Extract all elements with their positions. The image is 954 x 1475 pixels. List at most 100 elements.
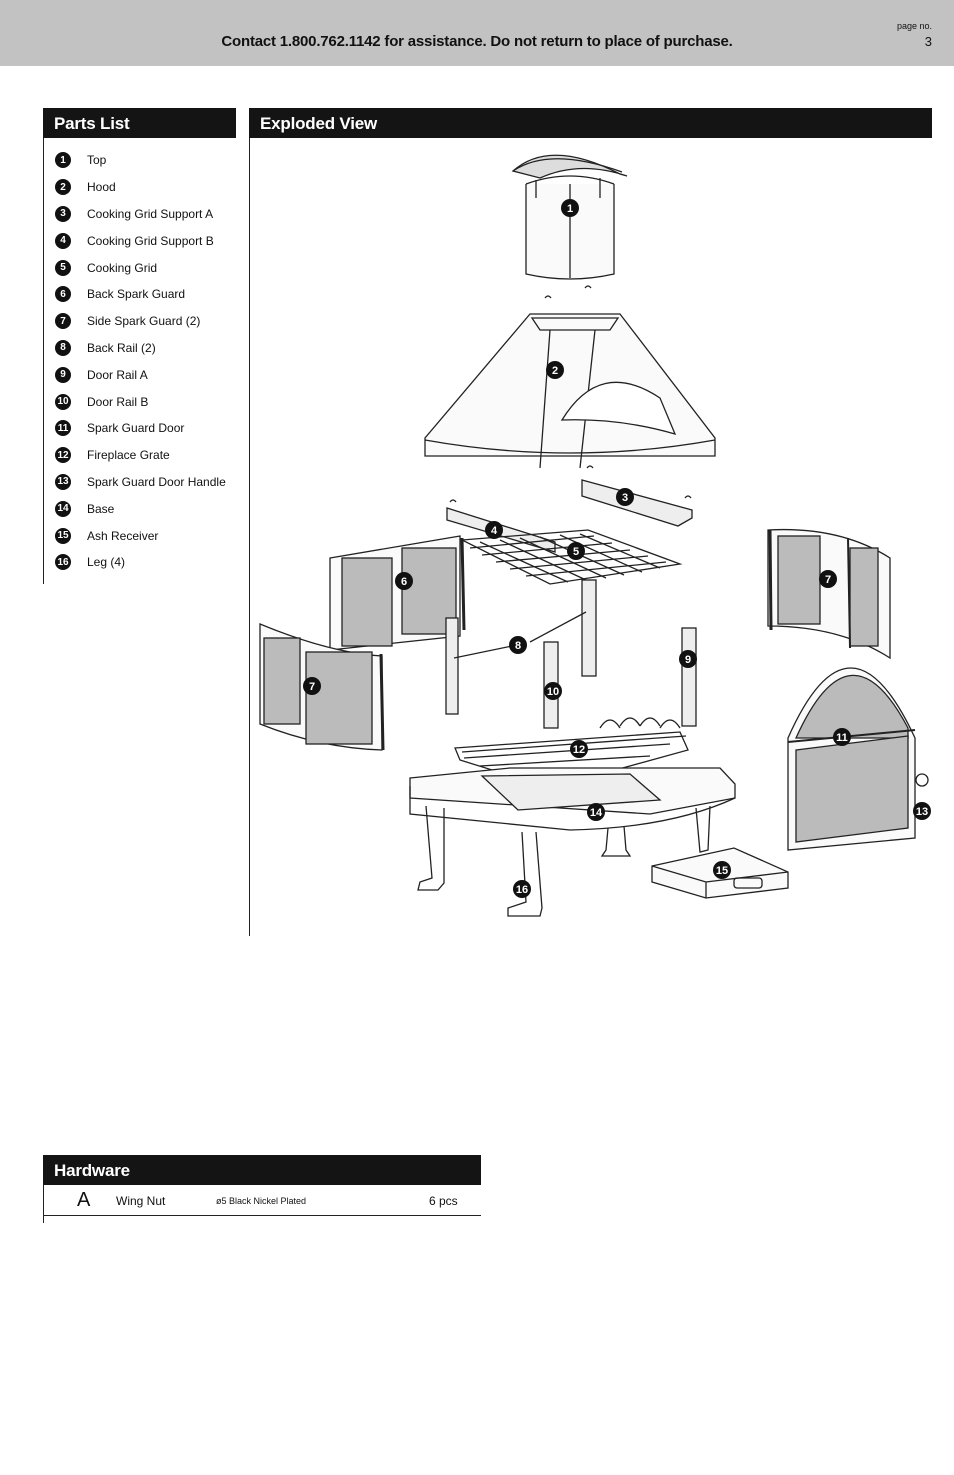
left-side-spark-guard-drawing <box>259 623 385 751</box>
svg-text:12: 12 <box>573 744 585 756</box>
part-label: Spark Guard Door Handle <box>87 474 226 489</box>
part-label: Back Rail (2) <box>87 340 156 355</box>
part-number-badge: 6 <box>55 286 71 303</box>
parts-list-item: 10 Door Rail B <box>55 388 226 415</box>
part-number-badge: 4 <box>55 232 71 249</box>
part-label: Cooking Grid Support A <box>87 206 214 221</box>
callout-10: 10 <box>544 682 562 700</box>
part-label: Door Rail B <box>87 394 149 409</box>
part-number-badge: 14 <box>55 500 71 517</box>
svg-text:15: 15 <box>716 865 728 877</box>
parts-list-item: 11 Spark Guard Door <box>55 415 226 442</box>
callout-11: 11 <box>833 728 851 746</box>
callout-3: 3 <box>616 488 634 506</box>
parts-list-item: 2 Hood <box>55 174 226 201</box>
parts-list-item: 8 Back Rail (2) <box>55 335 226 362</box>
part-label: Hood <box>87 180 116 195</box>
right-side-spark-guard-drawing <box>767 528 891 660</box>
hardware-title: Hardware <box>43 1155 481 1185</box>
svg-text:7: 7 <box>825 574 831 586</box>
callout-12: 12 <box>570 740 588 758</box>
part-label: Back Spark Guard <box>87 287 186 302</box>
parts-list-item: 6 Back Spark Guard <box>55 281 226 308</box>
part-label: Spark Guard Door <box>87 421 185 436</box>
part-number-badge: 12 <box>55 447 71 464</box>
base-drawing <box>409 767 736 917</box>
svg-text:2: 2 <box>552 365 558 377</box>
hardware-letter: A <box>77 1189 91 1211</box>
callout-5: 5 <box>567 542 585 560</box>
svg-text:7: 7 <box>309 681 315 693</box>
part-label: Side Spark Guard (2) <box>87 314 201 329</box>
svg-text:8: 8 <box>515 640 521 652</box>
callout-8: 8 <box>509 636 527 654</box>
part-number-badge: 2 <box>55 179 71 196</box>
part-number-badge: 13 <box>55 473 71 490</box>
part-number-badge: 8 <box>55 339 71 356</box>
parts-list-item: 5 Cooking Grid <box>55 254 226 281</box>
part-label: Door Rail A <box>87 367 148 382</box>
callout-13: 13 <box>913 802 931 820</box>
part-label: Base <box>87 501 115 516</box>
part-number-badge: 3 <box>55 205 71 222</box>
part-label: Cooking Grid Support B <box>87 233 214 248</box>
page-number-label: page no. <box>896 21 932 31</box>
callout-15: 15 <box>713 861 731 879</box>
part-label: Top <box>87 153 107 168</box>
header-bar: Contact 1.800.762.1142 for assistance. D… <box>0 0 954 66</box>
parts-list-item: 4 Cooking Grid Support B <box>55 227 226 254</box>
part-hood-drawing <box>424 313 716 469</box>
svg-text:14: 14 <box>590 807 603 819</box>
svg-text:3: 3 <box>622 492 628 504</box>
parts-list-item: 3 Cooking Grid Support A <box>55 201 226 228</box>
part-number-badge: 11 <box>55 420 71 437</box>
parts-list-item: 9 Door Rail A <box>55 361 226 388</box>
part-label: Cooking Grid <box>87 260 158 275</box>
part-number-badge: 16 <box>55 554 71 571</box>
svg-text:1: 1 <box>567 203 573 215</box>
rails-drawing <box>445 579 697 729</box>
parts-list-item: 14 Base <box>55 495 226 522</box>
part-top-drawing <box>511 154 628 299</box>
svg-text:16: 16 <box>516 884 528 896</box>
callout-9: 9 <box>679 650 697 668</box>
part-number-badge: 5 <box>55 259 71 276</box>
svg-text:4: 4 <box>491 525 498 537</box>
parts-list-item: 15 Ash Receiver <box>55 522 226 549</box>
svg-text:6: 6 <box>401 576 407 588</box>
callout-16: 16 <box>513 880 531 898</box>
hardware-spec: ø5 Black Nickel Plated <box>216 1196 307 1206</box>
part-number-badge: 10 <box>55 393 71 410</box>
parts-list-item: 12 Fireplace Grate <box>55 442 226 469</box>
parts-list-item: 7 Side Spark Guard (2) <box>55 308 226 335</box>
contact-text: Contact 1.800.762.1142 for assistance. D… <box>221 33 733 50</box>
exploded-view-title: Exploded View <box>249 108 932 138</box>
hardware-qty: 6 pcs <box>429 1194 458 1208</box>
parts-list-item: 1 Top <box>55 147 226 174</box>
callout-4: 4 <box>485 521 503 539</box>
parts-list-item: 13 Spark Guard Door Handle <box>55 469 226 496</box>
hardware-row: A Wing Nut ø5 Black Nickel Plated 6 pcs <box>43 1185 481 1216</box>
page-number: 3 <box>924 34 932 49</box>
parts-list-title: Parts List <box>43 108 236 138</box>
callout-2: 2 <box>546 361 564 379</box>
exploded-view-divider <box>249 138 250 936</box>
hardware-name: Wing Nut <box>116 1194 166 1208</box>
svg-text:13: 13 <box>916 806 928 818</box>
back-spark-guard-drawing <box>329 535 466 651</box>
parts-list-divider <box>43 138 44 584</box>
part-number-badge: 7 <box>55 313 71 330</box>
part-label: Fireplace Grate <box>87 448 170 463</box>
part-number-badge: 1 <box>55 152 71 169</box>
hardware-divider <box>43 1185 44 1223</box>
callout-7: 7 <box>303 677 321 695</box>
part-label: Leg (4) <box>87 555 126 570</box>
callout-1: 1 <box>561 199 579 217</box>
parts-list-item: 16 Leg (4) <box>55 549 226 576</box>
part-number-badge: 15 <box>55 527 71 544</box>
callout-7: 7 <box>819 570 837 588</box>
part-number-badge: 9 <box>55 366 71 383</box>
part-label: Ash Receiver <box>87 528 159 543</box>
